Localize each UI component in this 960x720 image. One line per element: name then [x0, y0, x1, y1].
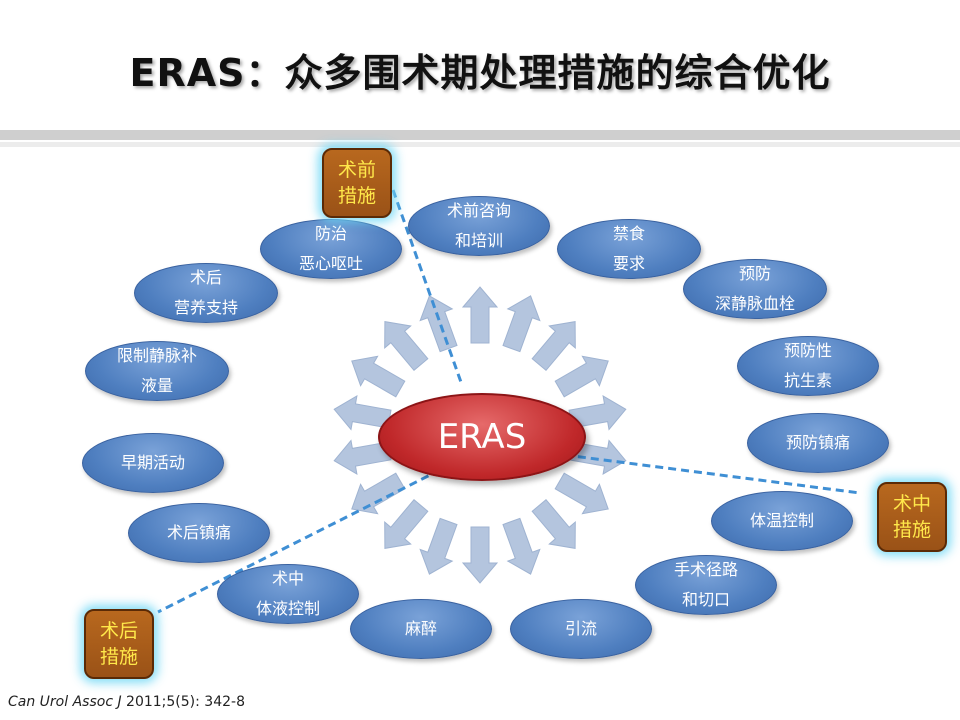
header-divider [0, 130, 960, 140]
radial-arrow [554, 472, 609, 515]
phase-link-line [391, 189, 464, 386]
radial-arrow [351, 472, 406, 515]
phase-label: 措施 [892, 519, 931, 541]
radial-arrow [419, 295, 458, 353]
node-label: 术中 [271, 569, 304, 588]
radial-arrow [351, 355, 406, 398]
node-label: 限制静脉补 [116, 346, 197, 365]
radial-arrow [333, 395, 392, 431]
node-ponv: 防治恶心呕吐 [260, 219, 402, 279]
radial-arrow [384, 321, 429, 372]
node-label: 引流 [564, 619, 597, 638]
radial-arrow [461, 526, 499, 584]
page-title: ERAS：众多围术期处理措施的综合优化 [129, 51, 831, 95]
node-label: 体液控制 [255, 599, 320, 618]
node-drainage: 引流 [510, 599, 652, 659]
node-postop-nutrition: 术后营养支持 [134, 263, 278, 323]
node-label: 深静脉血栓 [714, 294, 795, 313]
phase-label: 术中 [892, 493, 931, 515]
node-label: 抗生素 [783, 371, 832, 390]
radial-arrow [502, 295, 541, 353]
node-intraop-fluid: 术中体液控制 [217, 564, 359, 624]
radial-arrow [531, 498, 576, 549]
node-label: 液量 [140, 376, 173, 395]
node-label: 预防镇痛 [785, 433, 850, 452]
phase-label: 措施 [99, 646, 138, 668]
radial-arrow [419, 517, 458, 575]
node-label: 术后 [189, 268, 222, 287]
node-label: 恶心呕吐 [298, 254, 363, 273]
node-label: 术前咨询 [446, 201, 511, 220]
phase-box-intraop: 术中措施 [877, 482, 947, 552]
radial-arrow [531, 321, 576, 372]
node-label: 要求 [612, 254, 645, 273]
radial-arrow [554, 355, 609, 398]
phase-label: 术前 [337, 159, 376, 181]
node-label: 预防 [738, 264, 771, 283]
node-label: 防治 [314, 224, 347, 243]
phase-label: 措施 [337, 185, 376, 207]
citation: Can Urol Assoc J 2011;5(5): 342-8 [8, 694, 245, 710]
node-fluid-restriction: 限制静脉补液量 [85, 341, 229, 401]
citation-ref: 2011;5(5): 342-8 [121, 694, 245, 710]
node-label: 麻醉 [404, 619, 437, 638]
node-pre-consult: 术前咨询和培训 [408, 196, 550, 256]
header-divider-light [0, 142, 960, 147]
node-early-mobilization: 早期活动 [82, 433, 224, 493]
citation-journal: Can Urol Assoc J [8, 694, 122, 710]
node-label: 和切口 [681, 590, 730, 609]
radial-arrow [568, 439, 627, 475]
node-label: 手术径路 [673, 560, 738, 579]
radial-arrow [384, 498, 429, 549]
node-temperature: 体温控制 [711, 491, 853, 551]
node-label: 体温控制 [749, 511, 814, 530]
node-postop-analgesia: 术后镇痛 [128, 503, 270, 563]
node-label: 和培训 [454, 231, 503, 250]
node-fasting: 禁食要求 [557, 219, 701, 279]
arrows-group [333, 286, 627, 584]
phase-links-group [157, 189, 861, 614]
node-preemptive-analgesia: 预防镇痛 [747, 413, 889, 473]
phase-link-line [157, 468, 441, 614]
node-antibiotics: 预防性抗生素 [737, 336, 879, 396]
node-label: 术后镇痛 [166, 523, 231, 542]
node-label: 营养支持 [173, 298, 238, 317]
node-dvt: 预防深静脉血栓 [683, 259, 827, 319]
phase-box-preop: 术前措施 [322, 148, 392, 218]
node-label: 禁食 [612, 224, 645, 243]
radial-arrow [461, 286, 499, 344]
center-eras-ellipse: ERAS [378, 393, 586, 481]
phase-box-postop: 术后措施 [84, 609, 154, 679]
node-anesthesia: 麻醉 [350, 599, 492, 659]
node-label: 预防性 [783, 341, 832, 360]
phase-link-line [564, 453, 861, 495]
node-approach: 手术径路和切口 [635, 555, 777, 615]
phase-label: 术后 [99, 620, 138, 642]
node-label: 早期活动 [120, 453, 185, 472]
radial-arrow [502, 517, 541, 575]
